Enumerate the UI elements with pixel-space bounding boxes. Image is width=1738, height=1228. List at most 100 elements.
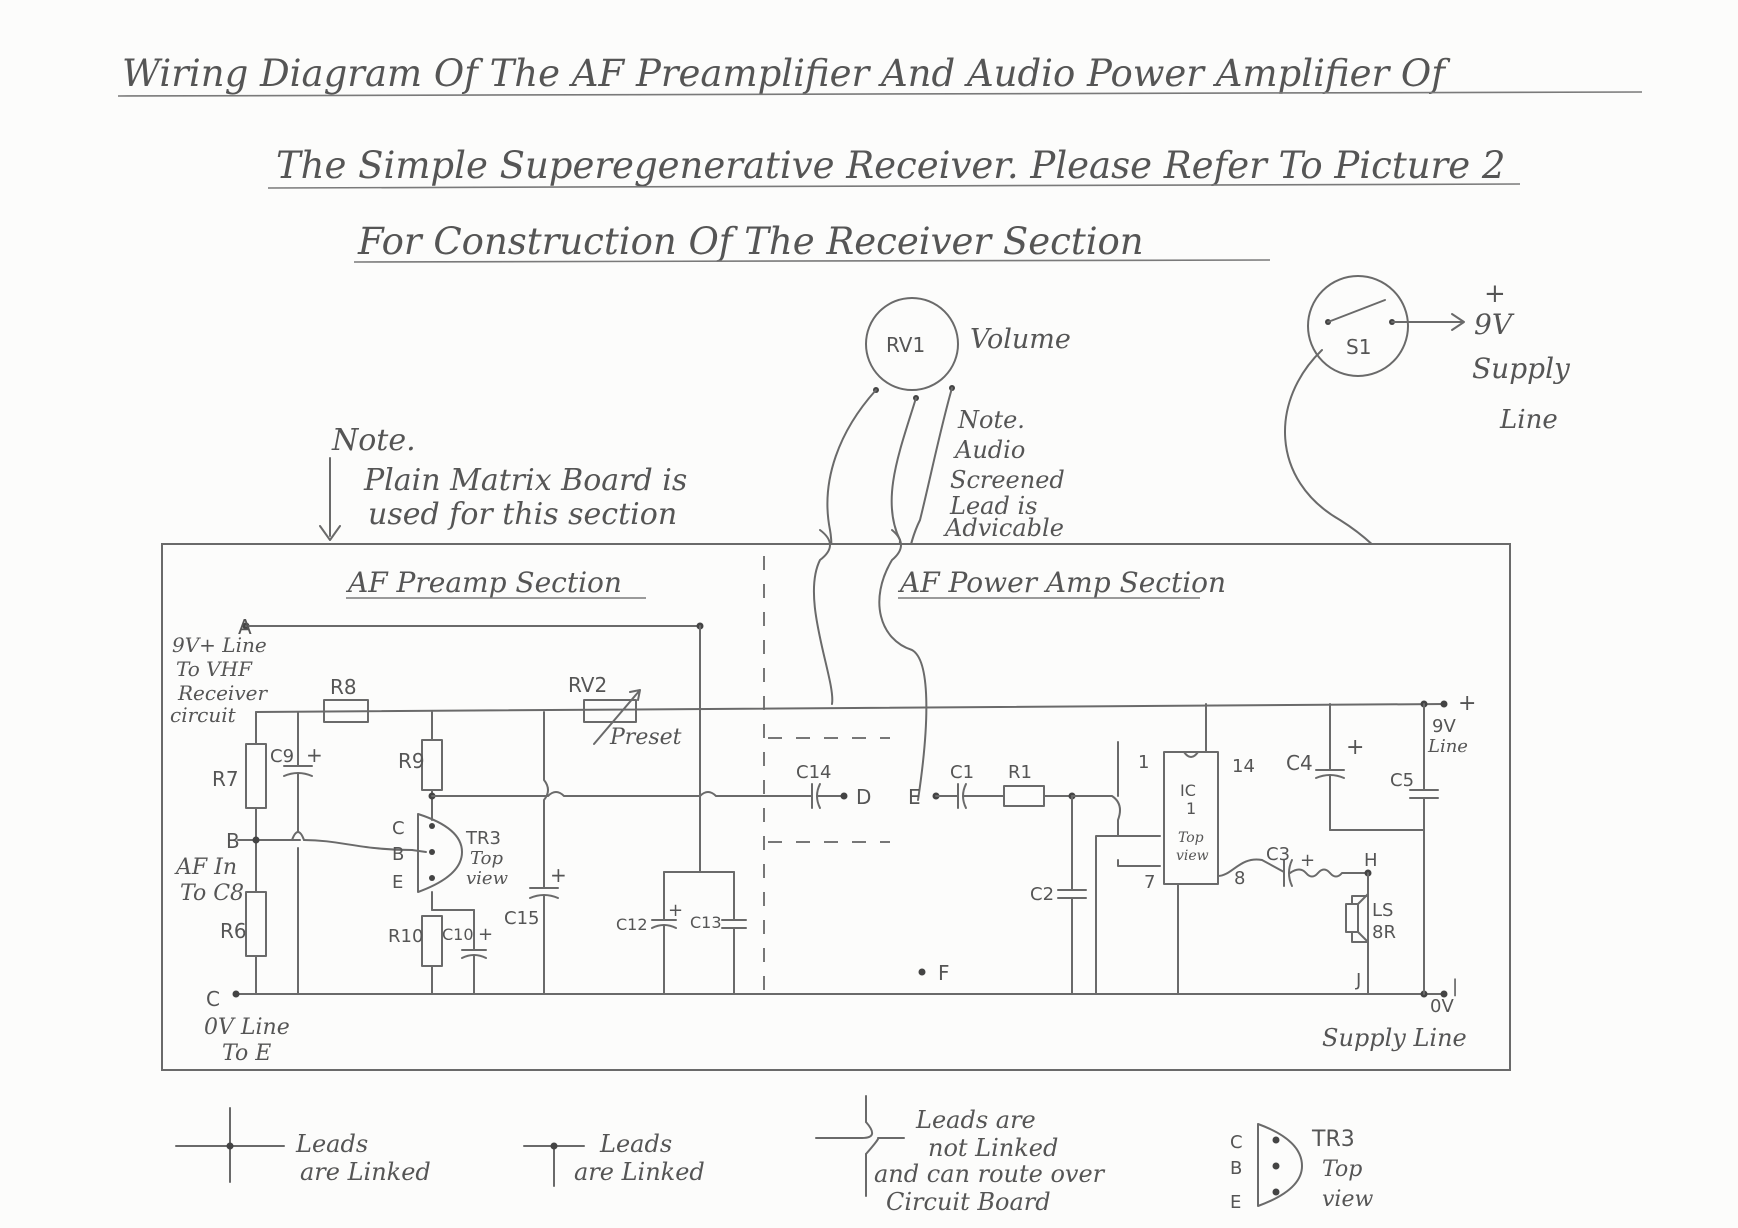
transistor-tr3 [417,813,463,893]
title-line-3: For Construction Of The Receiver Section [357,220,1144,263]
preamp-section-title: AF Preamp Section [345,566,622,599]
note-audio: Note. Audio Screened Lead is Advicable [943,406,1065,542]
switch-s1-circle [1307,275,1409,377]
legend-linked-1-line-1: Leads [295,1130,368,1158]
legend-pin-b: B [1230,1158,1242,1179]
label-c13: C13 [690,913,722,932]
ic-label-3: Top [1178,830,1204,846]
note-audio-line-3: Screened [950,466,1065,494]
supply-line-label: Line [1499,405,1558,435]
note-audio-line-4: Lead is [949,492,1037,520]
note-audio-line-5: Advicable [943,514,1064,542]
title-line-1: Wiring Diagram Of The AF Preamplifier An… [122,52,1451,95]
legend-linked-1-line-2: are Linked [300,1158,431,1186]
terminal-h: H [1364,850,1378,871]
ic-pin-7: 7 [1144,872,1155,893]
note-audio-line-2: Audio [953,436,1025,464]
tr3-pin-e: E [392,872,403,893]
note-board-line-1: Note. [331,423,416,458]
ic-pin-14: 14 [1232,756,1255,777]
supply-word-label: Supply [1472,352,1571,385]
label-rv2-sub: Preset [609,725,682,750]
c15-plus: + [550,863,567,887]
rail-9v-1: 9V [1432,716,1456,737]
preset-rv2 [583,699,637,723]
label-c3: C3 [1266,844,1290,865]
ic-label-1: IC [1180,781,1196,800]
note-board-line-2: Plain Matrix Board is [363,463,687,498]
terminal-d: D [856,785,871,809]
terminal-c-text-2: To E [222,1041,271,1066]
c9-plus: + [306,743,323,767]
label-c1: C1 [950,762,974,783]
label-r6: R6 [220,919,247,943]
switch-s1: S1 + 9V Supply Line [1284,275,1571,701]
label-c9: C9 [270,746,294,767]
legend-not-linked-2: not Linked [928,1134,1058,1162]
legend-tr3-shape [1257,1123,1303,1207]
legend-not-linked-3: and can route over [874,1160,1106,1188]
title-line-2: The Simple Superegenerative Receiver. Pl… [276,144,1505,187]
legend-linked-2-line-1: Leads [599,1130,672,1158]
legend-not-linked-4: Circuit Board [886,1188,1051,1216]
ic1 [1163,751,1219,885]
terminal-c-text-1: 0V Line [204,1015,290,1040]
c4-plus: + [1346,735,1364,760]
label-c10: C10 [442,925,474,944]
label-r10: R10 [388,926,423,947]
terminal-f: F [938,961,950,985]
terminal-a-text-2: To VHF [176,657,253,681]
tr3-sub-1: Top [470,848,503,869]
ic-pin-1: 1 [1138,752,1149,773]
terminal-a: A [238,615,252,639]
rv1-circle [865,297,959,391]
legend-linked-2-line-2: are Linked [574,1158,705,1186]
legend-not-linked-1: Leads are [915,1106,1036,1134]
switch-s1-label: S1 [1346,335,1371,359]
tr3-sub-2: view [466,868,509,889]
title-block: Wiring Diagram Of The AF Preamplifier An… [117,52,1643,263]
c10-plus: + [478,924,493,945]
legend-tr3-top: Top [1322,1157,1362,1182]
rail-supply-line: Supply Line [1322,1024,1467,1052]
label-r8: R8 [330,675,357,699]
rail-9v-2: Line [1427,736,1468,757]
terminal-a-text-4: circuit [170,703,237,727]
terminal-a-text-1: 9V+ Line [172,633,267,657]
tr3-pin-c: C [392,818,405,839]
supply-9v-label: 9V [1474,308,1515,341]
terminal-e: E [908,785,921,809]
label-rv2: RV2 [568,673,607,697]
rail-0v-mark: | [1452,976,1458,997]
label-c12: C12 [616,915,648,934]
label-r9: R9 [398,749,425,773]
ic-label-4: view [1176,848,1209,864]
c3-plus: + [1300,850,1315,871]
label-r1: R1 [1008,762,1032,783]
ls-label-2: 8R [1372,922,1396,943]
matrix-board [161,543,1511,1071]
label-r7: R7 [212,767,239,791]
rail-plus: + [1458,691,1476,716]
tr3-label: TR3 [465,828,501,849]
terminal-b-text-1: AF In [174,855,237,880]
legend-tr3-view: view [1322,1187,1373,1212]
resistor-r8 [323,699,369,723]
rv1-label: RV1 [886,333,925,357]
legend-pin-e: E [1230,1192,1241,1213]
terminal-j: J [1355,970,1361,991]
ls-label-1: LS [1372,900,1393,921]
label-c2: C2 [1030,884,1054,905]
terminal-c: C [206,987,220,1011]
tr3-pin-b: B [392,844,404,865]
note-audio-line-1: Note. [957,406,1025,434]
legend-tr3-label: TR3 [1311,1127,1355,1152]
label-c15: C15 [504,908,539,929]
label-c14: C14 [796,762,831,783]
legend: Leads are Linked Leads are Linked Leads … [175,1095,1373,1216]
c12-plus: + [668,900,683,921]
terminal-b-text-2: To C8 [180,881,244,906]
label-c5: C5 [1390,770,1414,791]
